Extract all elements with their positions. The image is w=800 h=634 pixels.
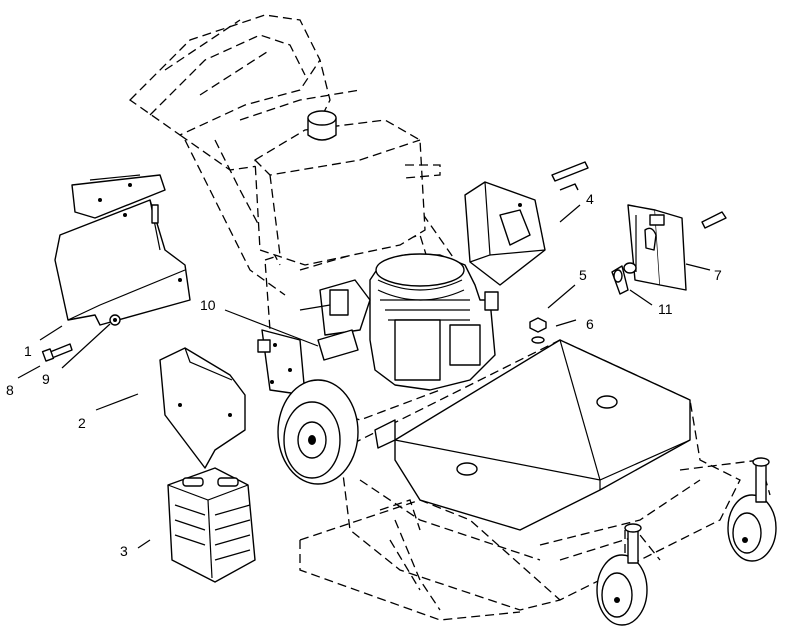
leader-2 bbox=[95, 393, 139, 411]
leader-1 bbox=[39, 325, 63, 341]
callout-9: 9 bbox=[42, 371, 50, 387]
caster-wheel-right bbox=[727, 457, 777, 562]
callout-6: 6 bbox=[586, 316, 594, 332]
part-10-decal bbox=[317, 329, 359, 361]
drive-side-plate bbox=[257, 329, 306, 396]
callout-8: 8 bbox=[6, 382, 14, 398]
part-11-wing-nut bbox=[611, 262, 637, 295]
leader-8 bbox=[17, 365, 41, 379]
drive-wheel bbox=[277, 379, 359, 485]
part-8-bolt bbox=[41, 343, 73, 362]
callout-5: 5 bbox=[579, 267, 587, 283]
mower-deck bbox=[374, 339, 691, 531]
caster-wheel-front bbox=[596, 523, 648, 626]
part-9-washer bbox=[109, 314, 121, 326]
callout-10: 10 bbox=[200, 297, 216, 313]
part-4-side-shield bbox=[464, 181, 546, 286]
part-7-bolt bbox=[701, 211, 727, 229]
callout-2: 2 bbox=[78, 415, 86, 431]
engine bbox=[299, 253, 499, 391]
callout-11: 11 bbox=[658, 301, 673, 317]
leader-7 bbox=[685, 263, 711, 271]
leader-11 bbox=[629, 289, 653, 306]
leader-lines bbox=[17, 204, 711, 549]
leader-5 bbox=[547, 284, 576, 309]
part-3-muffler-guard bbox=[167, 467, 256, 583]
fuel-tank bbox=[254, 110, 441, 266]
leader-6 bbox=[555, 319, 577, 327]
callout-3: 3 bbox=[120, 543, 128, 559]
part-7-bracket bbox=[627, 204, 687, 291]
part-5-nut bbox=[529, 317, 547, 333]
callout-7: 7 bbox=[714, 267, 722, 283]
part-6-washer bbox=[531, 336, 545, 344]
leader-9 bbox=[61, 323, 111, 369]
callout-1: 1 bbox=[24, 343, 32, 359]
part-2-belt-shield bbox=[159, 347, 246, 469]
leader-3 bbox=[137, 539, 151, 549]
leader-10 bbox=[224, 309, 319, 347]
callout-labels: 1 2 3 4 5 6 7 8 9 10 11 bbox=[6, 191, 722, 559]
callout-4: 4 bbox=[586, 191, 594, 207]
part-1-rear-plate bbox=[54, 174, 191, 326]
leader-4 bbox=[559, 204, 581, 223]
part-4-bolts bbox=[551, 161, 589, 191]
